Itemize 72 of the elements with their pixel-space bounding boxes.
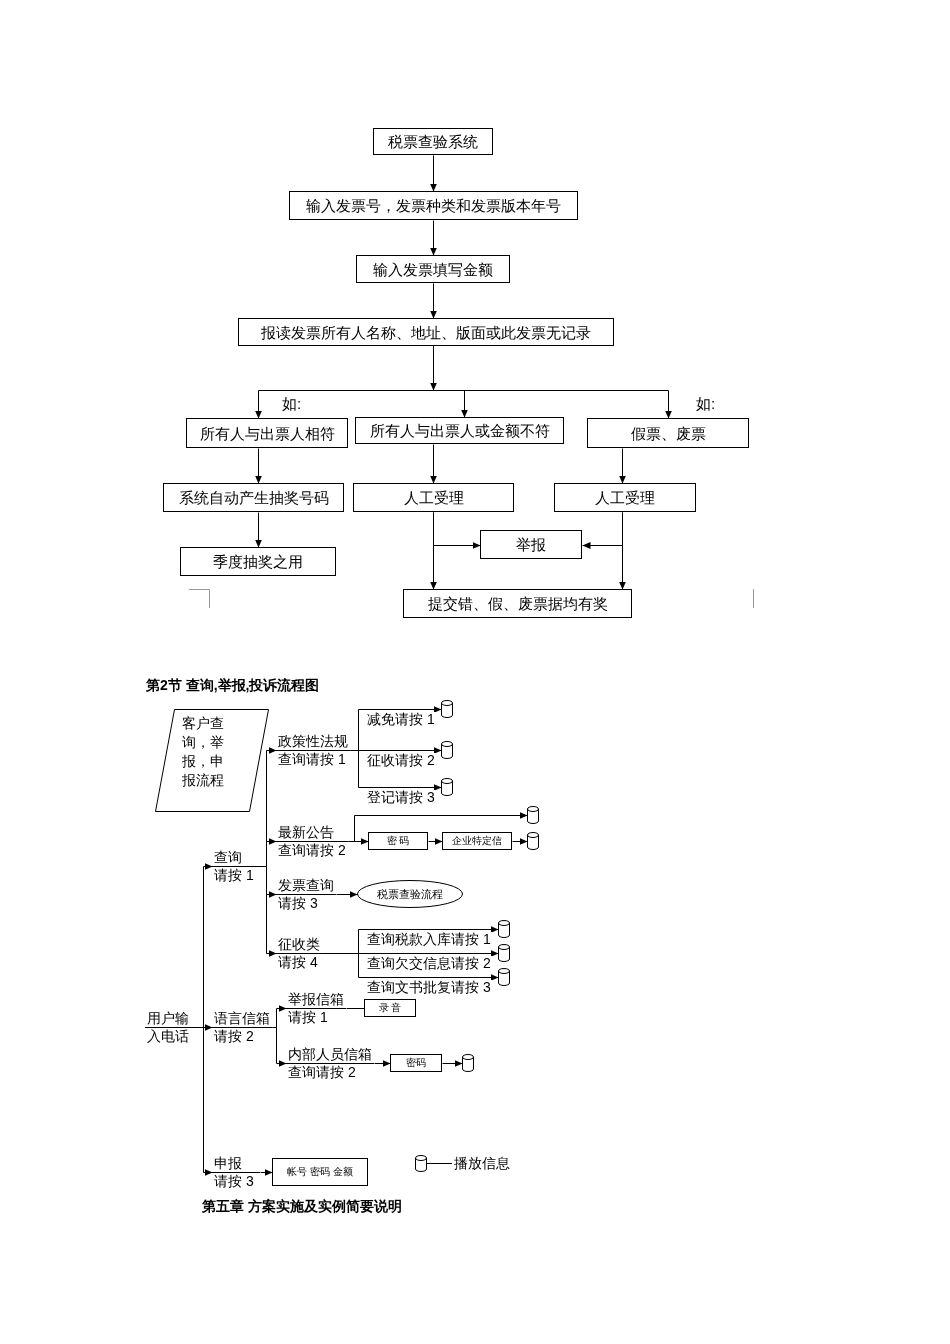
cylinder-icon xyxy=(498,920,510,938)
arrow xyxy=(255,448,262,484)
menu-option: 内部人员信箱查询请按 2 xyxy=(286,1045,374,1081)
section-heading: 第五章 方案实施及实例简要说明 xyxy=(202,1198,402,1214)
menu-option: 查询请按 1 xyxy=(212,848,261,884)
legend-label: 播放信息 xyxy=(454,1155,510,1171)
cylinder-icon xyxy=(498,944,510,962)
edge-label: 征收请按 2 xyxy=(366,753,436,768)
process-box: 所有人与出票人或金额不符 xyxy=(355,417,564,444)
process-box: 录 音 xyxy=(364,999,416,1017)
arrow xyxy=(336,891,358,898)
process-box: 系统自动产生抽奖号码 xyxy=(163,483,344,512)
arrow xyxy=(619,448,626,484)
process-box: 人工受理 xyxy=(554,483,696,512)
arrow xyxy=(430,220,437,256)
arrow xyxy=(430,283,437,319)
process-box: 提交错、假、废票据均有奖 xyxy=(403,589,632,618)
process-box: 报读发票所有人名称、地址、版面或此发票无记录 xyxy=(238,318,614,346)
process-box: 帐号 密码 金额 xyxy=(272,1158,368,1186)
process-box: 输入发票号，发票种类和发票版本年号 xyxy=(289,191,578,220)
process-box: 假票、废票 xyxy=(587,418,749,448)
arrow xyxy=(512,838,528,845)
process-box: 所有人与出票人相符 xyxy=(186,418,348,448)
process-ellipse: 税票查验流程 xyxy=(357,880,463,908)
arrow xyxy=(348,838,369,845)
process-box: 密 码 xyxy=(368,832,428,850)
menu-option: 征收类请按 4 xyxy=(276,935,322,971)
menu-option: 政策性法规查询请按 1 xyxy=(276,732,350,768)
arrow xyxy=(374,1060,391,1067)
cylinder-icon xyxy=(527,832,539,850)
arrow xyxy=(430,512,437,590)
arrow xyxy=(255,512,262,548)
parallelogram-box: 客户查询，举报，申报流程 xyxy=(155,709,269,812)
arrow xyxy=(322,953,499,981)
process-box: 企业特定信 xyxy=(442,832,512,850)
process-box: 密码 xyxy=(390,1054,442,1072)
menu-option: 最新公告查询请按 2 xyxy=(276,823,348,859)
process-box: 季度抽奖之用 xyxy=(180,547,336,576)
arrow xyxy=(430,155,437,192)
process-box: 举报 xyxy=(480,530,582,559)
arrow xyxy=(430,444,437,484)
section-heading: 第2节 查询,举报,投诉流程图 xyxy=(146,677,320,693)
menu-option: 语言信箱请按 2 xyxy=(212,1009,272,1045)
connector-line xyxy=(346,1008,365,1009)
edge-label: 减免请按 1 xyxy=(366,712,436,727)
arrow xyxy=(197,1027,213,1176)
arrow xyxy=(272,1027,287,1067)
edge-label: 查询欠交信息请按 2 xyxy=(366,956,492,971)
cylinder-icon xyxy=(441,778,453,796)
menu-option: 举报信箱请按 1 xyxy=(286,990,346,1026)
arrow xyxy=(350,750,442,791)
annotation-text: 如: xyxy=(282,395,302,412)
cylinder-icon xyxy=(462,1054,474,1072)
arrow xyxy=(619,512,626,590)
edge-label: 查询税款入库请按 1 xyxy=(366,932,492,947)
arrow xyxy=(260,1169,273,1176)
arrow xyxy=(442,1060,463,1067)
process-box: 输入发票填写金额 xyxy=(356,255,510,283)
edge-label: 查询文书批复请按 3 xyxy=(366,980,492,995)
cylinder-icon xyxy=(441,741,453,759)
menu-option: 用户输入电话 xyxy=(145,1009,197,1045)
cylinder-icon xyxy=(498,968,510,986)
arrow xyxy=(430,346,437,391)
process-box: 人工受理 xyxy=(353,483,514,512)
edge-label: 登记请按 3 xyxy=(366,790,436,805)
menu-option: 申报请按 3 xyxy=(212,1154,260,1190)
arrow xyxy=(261,866,277,957)
menu-option: 发票查询请按 3 xyxy=(276,876,336,912)
cylinder-icon xyxy=(441,700,453,718)
process-box: 税票查验系统 xyxy=(373,128,493,155)
arrow xyxy=(428,838,443,845)
cylinder-icon xyxy=(527,806,539,824)
